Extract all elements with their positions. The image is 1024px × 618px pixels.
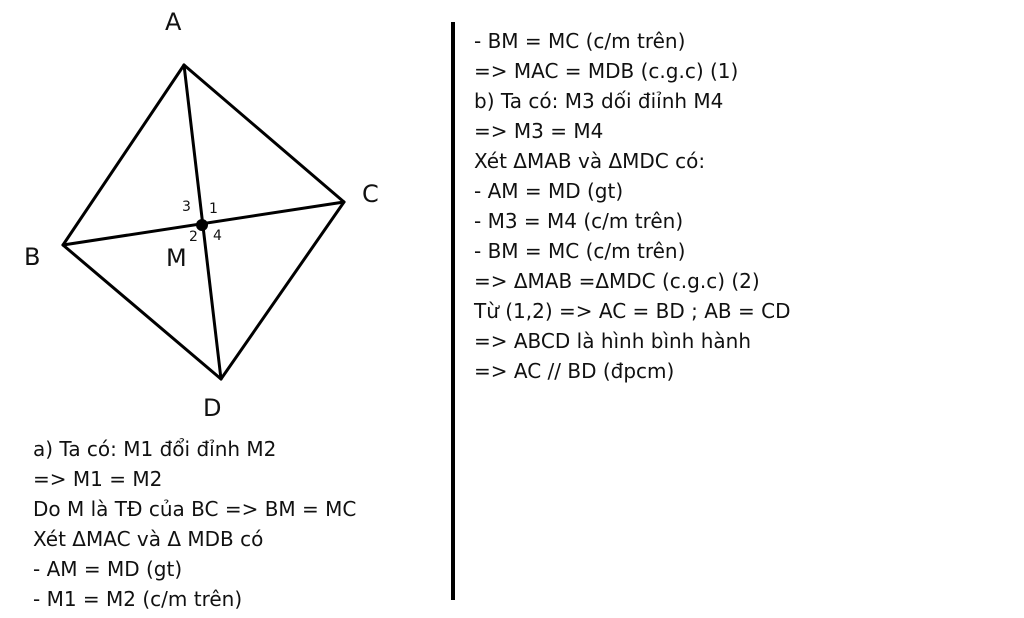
proof-line: => ΔMAB =ΔMDC (c.g.c) (2)	[474, 269, 760, 293]
segment-AB	[61, 63, 186, 247]
proof-line: => AC // BD (đpcm)	[474, 359, 675, 383]
point-M	[196, 219, 208, 231]
angle-label-4: 4	[213, 228, 222, 244]
proof-line: Xét ΔMAB và ΔMDC có:	[474, 149, 706, 173]
right-proof-text: - BM = MC (c/m trên) => MAC = MDB (c.g.c…	[474, 26, 790, 386]
angle-label-3: 3	[182, 199, 191, 215]
angle-label-2: 2	[189, 229, 198, 245]
proof-line: - M1 = M2 (c/m trên)	[33, 587, 243, 611]
point-label-M: M	[166, 244, 187, 272]
proof-line: b) Ta có: M3 dối điỉnh M4	[474, 89, 724, 113]
segment-CD	[219, 200, 346, 381]
segment-AC	[182, 63, 346, 204]
vertex-label-A: A	[165, 8, 182, 36]
segment-BD	[61, 243, 223, 381]
proof-line: - BM = MC (c/m trên)	[474, 239, 686, 263]
proof-line: - BM = MC (c/m trên)	[474, 29, 686, 53]
proof-line: - AM = MD (gt)	[474, 179, 624, 203]
proof-line: => M3 = M4	[474, 119, 604, 143]
proof-line: Do M là TĐ của BC => BM = MC	[33, 497, 357, 521]
vertex-label-B: B	[24, 243, 41, 271]
proof-line: => MAC = MDB (c.g.c) (1)	[474, 59, 739, 83]
angle-label-1: 1	[209, 201, 218, 217]
column-divider	[451, 22, 455, 600]
vertex-label-D: D	[203, 394, 222, 422]
proof-line: Xét ΔMAC và Δ MDB có	[33, 527, 264, 551]
vertex-label-C: C	[362, 180, 379, 208]
proof-line: Từ (1,2) => AC = BD ; AB = CD	[474, 299, 791, 323]
proof-line: a) Ta có: M1 đổi đỉnh M2	[33, 437, 277, 461]
proof-line: - AM = MD (gt)	[33, 557, 183, 581]
proof-line: => ABCD là hình bình hành	[474, 329, 752, 353]
proof-line: => M1 = M2	[33, 467, 163, 491]
quadrilateral-diagram	[61, 63, 346, 381]
proof-line: - M3 = M4 (c/m trên)	[474, 209, 684, 233]
left-proof-text: a) Ta có: M1 đổi đỉnh M2 => M1 = M2 Do M…	[33, 434, 356, 614]
